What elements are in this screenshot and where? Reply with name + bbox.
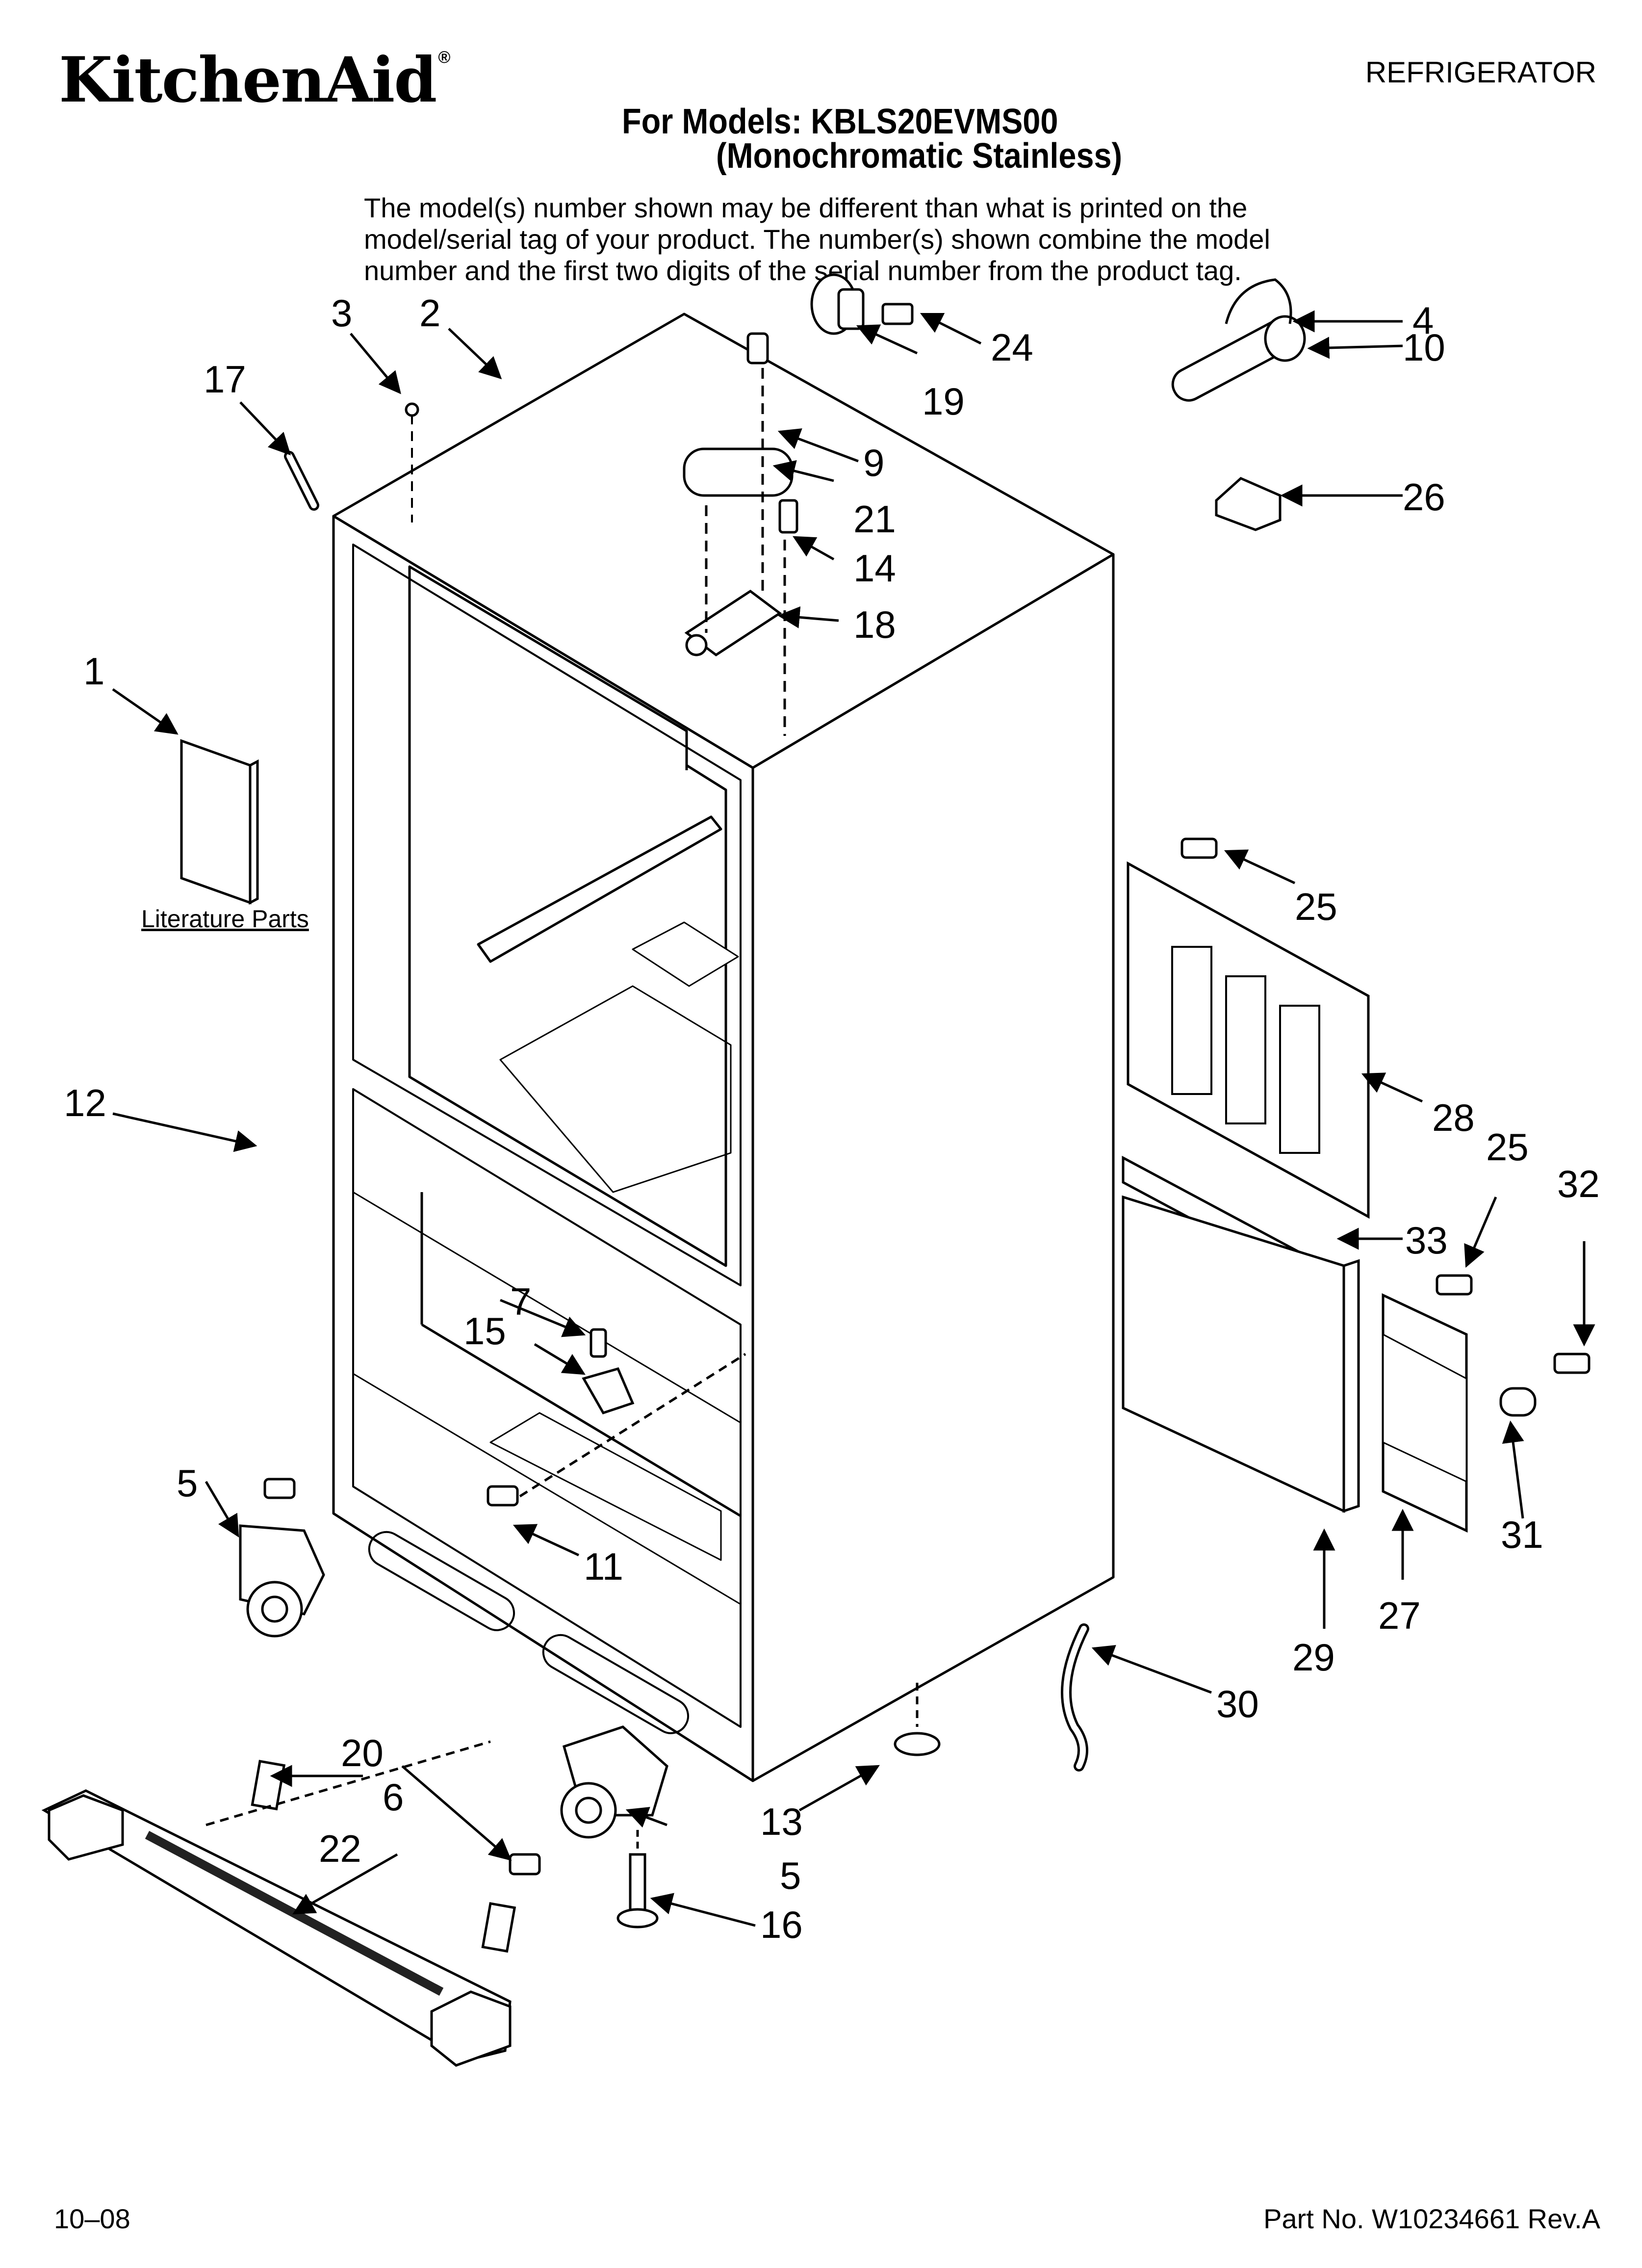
models-subline: (Monochromatic Stainless): [716, 136, 1123, 176]
callout-number: 17: [204, 358, 246, 401]
callout-number: 12: [64, 1081, 106, 1124]
callout-number: 32: [1557, 1162, 1600, 1205]
callout-number: 19: [922, 380, 965, 423]
callout-number: 33: [1405, 1219, 1448, 1262]
callout-number: 26: [1403, 475, 1445, 519]
callout-number: 25: [1295, 885, 1337, 928]
callout-number: 9: [863, 441, 884, 484]
rollers-and-legs: [239, 1524, 941, 1929]
callout-number: 11: [584, 1545, 623, 1588]
callout-number: 10: [1403, 326, 1445, 369]
callout-number: 29: [1292, 1636, 1335, 1679]
callout-number: 13: [760, 1800, 803, 1843]
models-line: For Models: KBLS20EVMS00: [622, 102, 1058, 141]
callout-number: 24: [991, 326, 1033, 369]
literature-booklet: [180, 739, 259, 905]
callout-number: 3: [331, 291, 352, 335]
fasteners: [263, 402, 746, 1507]
disclaimer-line: model/serial tag of your product. The nu…: [364, 224, 1270, 255]
registered-mark: ®: [438, 48, 450, 67]
callout-number: 7: [510, 1280, 531, 1323]
callout-number: 18: [853, 603, 896, 646]
literature-parts-label: Literature Parts: [141, 905, 309, 933]
top-hinge-assembly: [683, 273, 914, 736]
callout-number: 21: [853, 497, 896, 541]
appliance-category: REFRIGERATOR: [1365, 56, 1596, 89]
callout-number: 1: [83, 650, 104, 693]
base-grille: [41, 1740, 541, 2067]
callout-number: 27: [1378, 1594, 1421, 1637]
callout-number: 16: [760, 1903, 803, 1946]
brand-name: KitchenAid: [59, 44, 437, 116]
callout-number: 31: [1501, 1513, 1543, 1556]
revision-date: 10–08: [54, 2203, 130, 2234]
callout-number: 4: [1412, 299, 1434, 342]
callout-number: 2: [419, 291, 440, 335]
model-disclaimer: The model(s) number shown may be differe…: [364, 192, 1345, 287]
water-tube-assembly: [1171, 278, 1306, 531]
refrigerator-cabinet: [332, 313, 1115, 1782]
callout-number: 5: [177, 1461, 198, 1505]
callout-number: 25: [1486, 1125, 1529, 1169]
callout-number: 14: [853, 547, 896, 590]
disclaimer-line: number and the first two digits of the s…: [364, 255, 1242, 286]
callout-number: 22: [319, 1827, 361, 1870]
kitchenaid-logo: KitchenAid®: [59, 48, 450, 111]
part-number: Part No. W10234661 Rev.A: [1263, 2203, 1600, 2234]
callout-number: 30: [1216, 1682, 1259, 1725]
callout-number: 28: [1432, 1096, 1475, 1139]
machine-compartment-parts: [1122, 837, 1591, 1533]
callout-leaders: [112, 310, 1595, 1927]
callout-number: 15: [463, 1309, 506, 1353]
disclaimer-line: The model(s) number shown may be differe…: [364, 192, 1248, 223]
callout-numbers: 1 2 3 4 5 5 6 7 9 10 11 12 13 14 15 16 1…: [64, 291, 1600, 1946]
callout-number: 5: [780, 1854, 801, 1897]
callout-number: 6: [383, 1775, 404, 1819]
callout-number: 20: [341, 1731, 384, 1774]
